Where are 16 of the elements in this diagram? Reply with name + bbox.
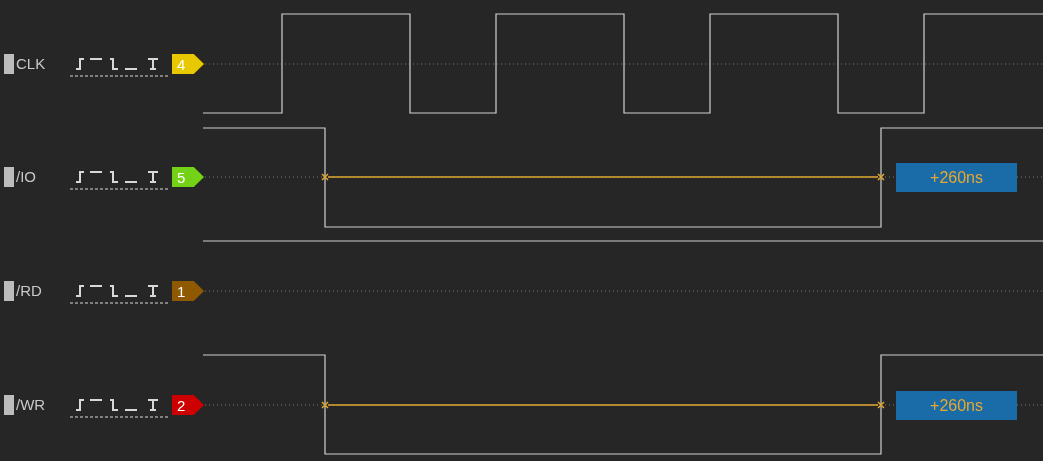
measurement-box: +260ns bbox=[896, 391, 1017, 420]
cursor-marker-icon bbox=[321, 173, 329, 181]
measurement-line bbox=[327, 176, 879, 178]
cursor-marker-icon bbox=[877, 401, 885, 409]
channel-name: CLK bbox=[16, 55, 46, 72]
channel-number-tag: 2 bbox=[172, 395, 204, 415]
channel-number-tag: 5 bbox=[172, 167, 204, 187]
measurement-line bbox=[327, 404, 879, 406]
channel-name: /IO bbox=[16, 168, 36, 185]
channel-name: /RD bbox=[16, 282, 42, 299]
measurement-box: +260ns bbox=[896, 163, 1017, 192]
channel-number-tag: 4 bbox=[172, 54, 204, 74]
cursor-marker-icon bbox=[321, 401, 329, 409]
channel-number-tag: 1 bbox=[172, 281, 204, 301]
channel-name: /WR bbox=[16, 396, 46, 413]
cursor-marker-icon bbox=[877, 173, 885, 181]
